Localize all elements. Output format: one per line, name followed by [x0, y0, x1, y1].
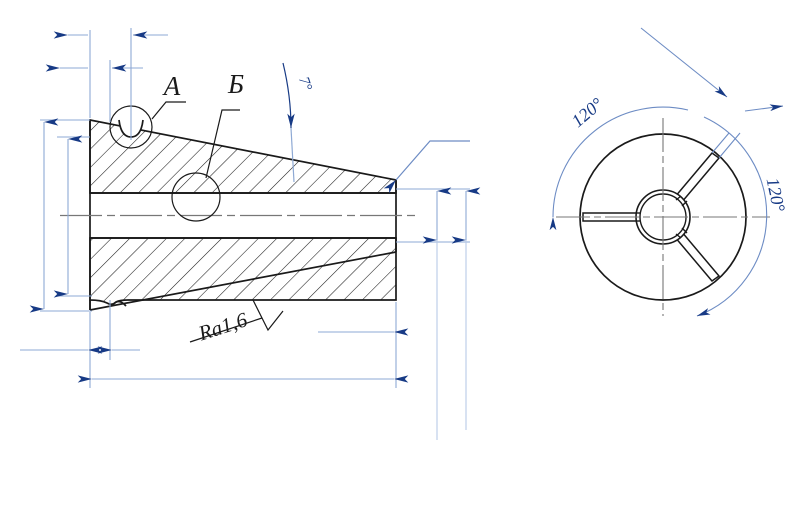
bottom-small-dim: [20, 300, 140, 388]
section-lower-wall: [89, 237, 397, 306]
slot-ext-1: [711, 132, 730, 154]
slot-width-dim: [640, 27, 784, 159]
slot-ext-2: [718, 132, 741, 159]
detail-a-label: А: [162, 71, 181, 101]
taper-angle-annotation: 7°: [282, 62, 314, 183]
taper-angle-label: 7°: [295, 75, 314, 93]
section-view: А Б Ra1,6 7°: [60, 62, 470, 346]
slot-ring-cuts: [636, 195, 688, 239]
surface-finish-leader: [189, 299, 284, 343]
corner-leader: [383, 140, 470, 194]
detail-circle-b: [171, 172, 221, 222]
end-view: 120° 120°: [549, 27, 789, 317]
leader-detail-a: [151, 101, 186, 120]
detail-b-label: Б: [227, 69, 244, 99]
leader-detail-b: [205, 109, 240, 179]
dimension-group-section: [20, 28, 481, 440]
bottom-right-dim: [318, 302, 409, 388]
relief-groove-lower: [111, 300, 127, 307]
lower-taper-line: [89, 251, 397, 311]
